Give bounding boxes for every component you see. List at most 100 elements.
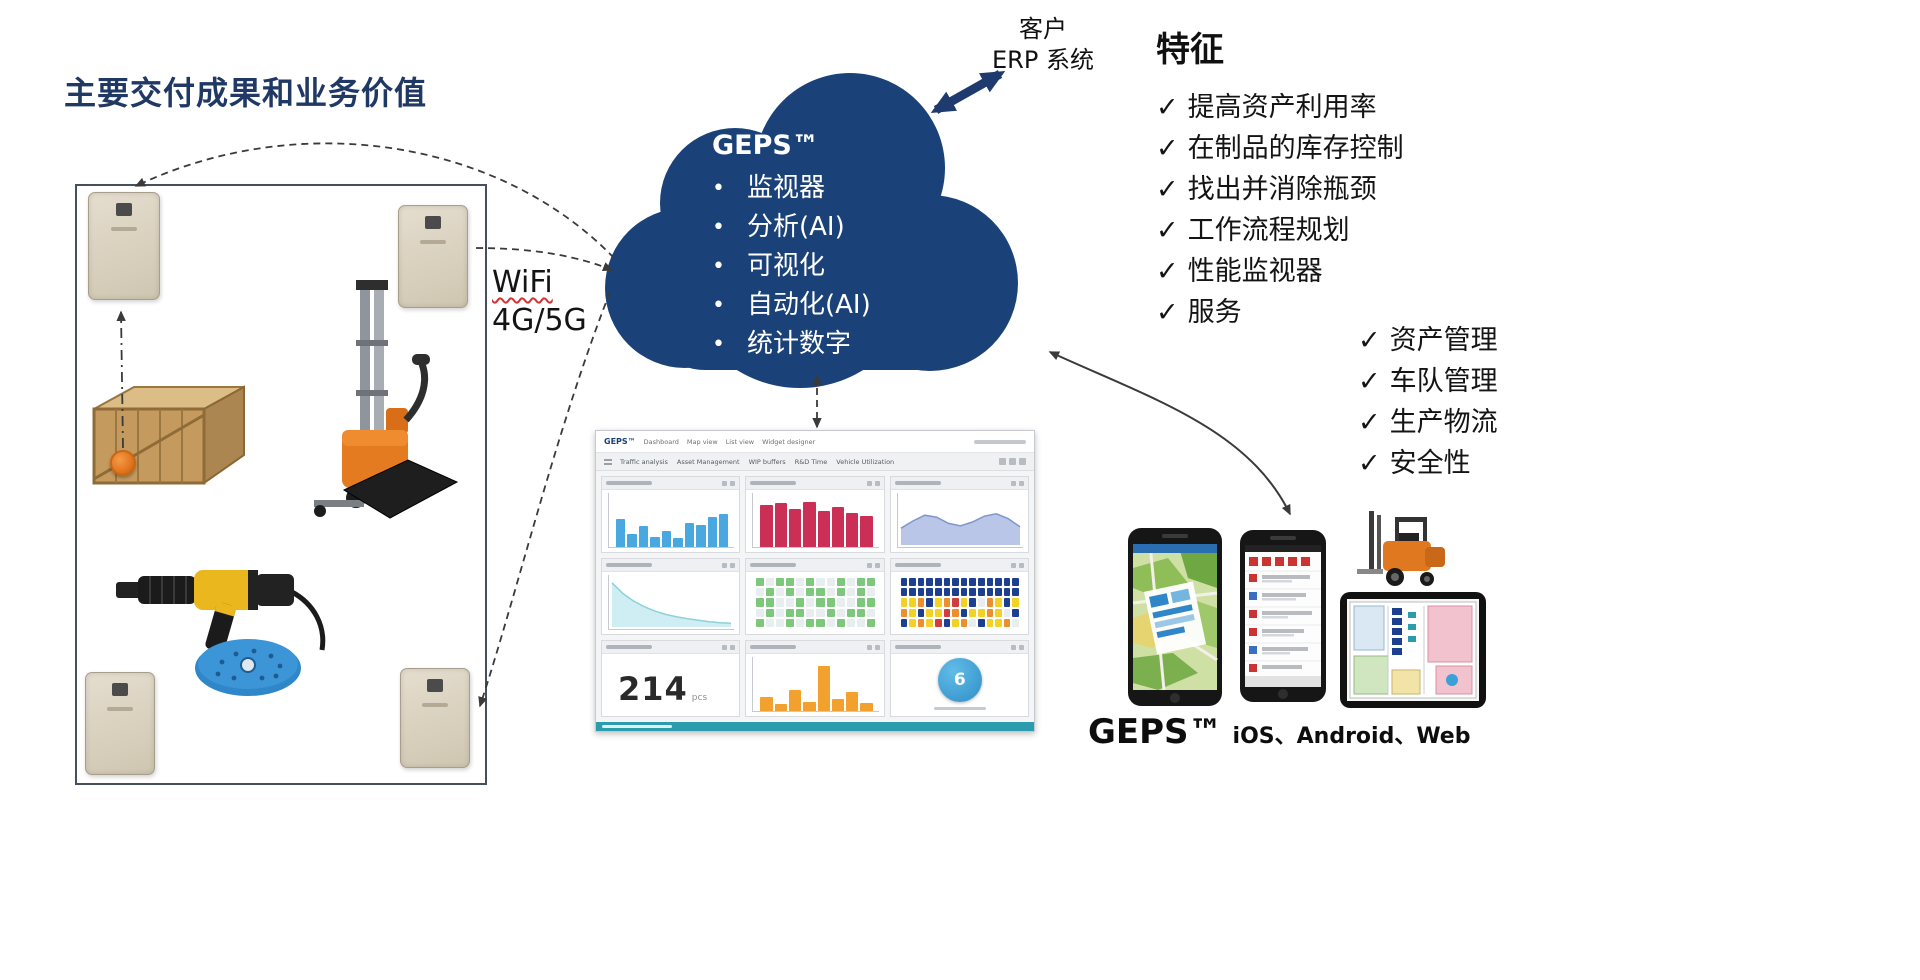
brand-name: GEPS™ bbox=[1088, 712, 1223, 752]
check-icon: ✓ bbox=[1358, 448, 1381, 479]
forklift-photo bbox=[1357, 511, 1445, 586]
dashboard-nav-link: Widget designer bbox=[762, 437, 816, 446]
bullet-icon: • bbox=[712, 215, 725, 240]
panel-control-icon bbox=[866, 562, 872, 568]
feature-label: 工作流程规划 bbox=[1187, 215, 1350, 246]
capabilities-panel: ✓ 资产管理 ✓ 车队管理 ✓ 生产物流 ✓ 安全性 bbox=[1358, 320, 1498, 484]
panel-heatmap-multicolor bbox=[889, 558, 1029, 635]
panel-header bbox=[746, 477, 884, 490]
check-icon: ✓ bbox=[1156, 256, 1179, 287]
dashboard-grid: 214 pcs 6 bbox=[596, 471, 1034, 722]
gateway-sensor-window bbox=[112, 683, 128, 696]
slide-title: 主要交付成果和业务价值 bbox=[64, 74, 428, 112]
dashboard-tab: R&D Time bbox=[794, 457, 828, 466]
dashboard-logo: GEPS™ bbox=[604, 437, 636, 446]
wifi-text: WiFi bbox=[492, 265, 553, 300]
cloud-list-item: • 监视器 bbox=[712, 169, 871, 208]
area-chart bbox=[896, 493, 1023, 548]
bullet-icon: • bbox=[712, 176, 725, 201]
panel-area-chart bbox=[889, 476, 1029, 553]
panel-title-placeholder bbox=[894, 645, 941, 649]
decay-area-chart bbox=[608, 575, 735, 630]
arrow-cloud-devices bbox=[1048, 351, 1291, 516]
multicolor-heatmap bbox=[897, 575, 1023, 630]
feature-item: ✓ 找出并消除瓶颈 bbox=[1156, 169, 1404, 210]
cloud-list-item: • 统计数字 bbox=[712, 325, 871, 364]
panel-bar-chart-red bbox=[745, 476, 885, 553]
cloud-item-label: 分析(AI) bbox=[746, 212, 845, 242]
network-text: 4G/5G bbox=[492, 303, 587, 338]
gateway-slot bbox=[107, 707, 133, 711]
cloud-item-label: 自动化(AI) bbox=[746, 290, 871, 320]
panel-control-icon bbox=[874, 644, 880, 650]
cloud-item-label: 统计数字 bbox=[746, 329, 851, 359]
cloud-item-label: 可视化 bbox=[746, 251, 825, 281]
check-icon: ✓ bbox=[1156, 174, 1179, 205]
capability-item: ✓ 车队管理 bbox=[1358, 361, 1498, 402]
feature-label: 找出并消除瓶颈 bbox=[1187, 174, 1377, 205]
panel-title-placeholder bbox=[606, 481, 652, 485]
green-heatmap bbox=[752, 575, 878, 630]
panel-control-icon bbox=[874, 562, 880, 568]
torque-tool-illustration bbox=[116, 570, 326, 652]
gateway-sensor-window bbox=[116, 203, 132, 216]
features-list: ✓ 提高资产利用率 ✓ 在制品的库存控制 ✓ 找出并消除瓶颈 ✓ 工作流程规划 bbox=[1156, 87, 1404, 333]
capability-label: 车队管理 bbox=[1389, 366, 1498, 397]
bullet-icon: • bbox=[712, 254, 725, 279]
capability-label: 资产管理 bbox=[1389, 325, 1498, 356]
toolbar-icon bbox=[999, 458, 1006, 465]
gateway-device-top-left bbox=[88, 192, 160, 300]
feature-item: ✓ 性能监视器 bbox=[1156, 251, 1404, 292]
panel-control-icon bbox=[1018, 644, 1024, 650]
cloud-list-item: • 分析(AI) bbox=[712, 208, 871, 247]
kpi-value: 214 bbox=[618, 670, 688, 708]
cloud-content: GEPS™ • 监视器 • 分析(AI) • 可视化 bbox=[712, 130, 871, 364]
check-icon: ✓ bbox=[1156, 215, 1179, 246]
gateway-sensor-window bbox=[427, 679, 443, 692]
panel-control-icon bbox=[866, 480, 872, 486]
panel-control-icon bbox=[722, 562, 728, 568]
black-plate-illustration bbox=[342, 459, 459, 519]
dashboard-user-text-placeholder bbox=[974, 439, 1026, 444]
panel-control-icon bbox=[722, 644, 728, 650]
geps-cloud: GEPS™ • 监视器 • 分析(AI) • 可视化 bbox=[600, 58, 1025, 388]
menu-icon bbox=[604, 458, 612, 465]
panel-control-icon bbox=[722, 480, 728, 486]
gateway-sensor-window bbox=[425, 216, 441, 229]
panel-decay-chart bbox=[601, 558, 741, 635]
arrow-cloud-to-gateway4 bbox=[478, 291, 611, 708]
platform-list: iOS、Android、Web bbox=[1232, 724, 1471, 749]
gateway-slot bbox=[111, 227, 137, 231]
wooden-crate-illustration bbox=[92, 385, 245, 485]
panel-title-placeholder bbox=[894, 563, 941, 567]
kpi-unit: pcs bbox=[691, 693, 708, 703]
dashboard-tab: Traffic analysis bbox=[620, 457, 668, 466]
toolbar-icon bbox=[1019, 458, 1026, 465]
panel-title-placeholder bbox=[894, 481, 941, 485]
blue-bar-chart bbox=[608, 493, 735, 548]
panel-bar-chart-orange bbox=[745, 640, 885, 717]
erp-line1: 客户 bbox=[1019, 15, 1067, 43]
dashboard-tab: WIP buffers bbox=[748, 457, 786, 466]
footer-text-placeholder bbox=[602, 725, 672, 728]
panel-control-icon bbox=[730, 644, 736, 650]
panel-circle-kpi: 6 bbox=[889, 640, 1029, 717]
dashboard-tab: Asset Management bbox=[676, 457, 740, 466]
features-panel: 特征 ✓ 提高资产利用率 ✓ 在制品的库存控制 ✓ 找出并消除瓶颈 bbox=[1156, 22, 1404, 333]
gateway-slot bbox=[422, 703, 448, 707]
red-bar-chart bbox=[752, 493, 879, 548]
cloud-item-label: 监视器 bbox=[746, 173, 825, 203]
dashboard-tabs: Traffic analysis Asset Management WIP buff… bbox=[620, 458, 903, 466]
feature-item: ✓ 服务 bbox=[1156, 292, 1404, 333]
cloud-title: GEPS™ bbox=[712, 130, 819, 161]
capability-item: ✓ 生产物流 bbox=[1358, 402, 1498, 443]
panel-control-icon bbox=[1018, 562, 1024, 568]
dashboard-tab: Vehicle Utilization bbox=[836, 457, 895, 466]
panel-header bbox=[602, 641, 740, 654]
gateway-slot bbox=[420, 240, 446, 244]
feature-item: ✓ 在制品的库存控制 bbox=[1156, 128, 1404, 169]
cloud-list-item: • 可视化 bbox=[712, 247, 871, 286]
panel-control-icon bbox=[874, 480, 880, 486]
